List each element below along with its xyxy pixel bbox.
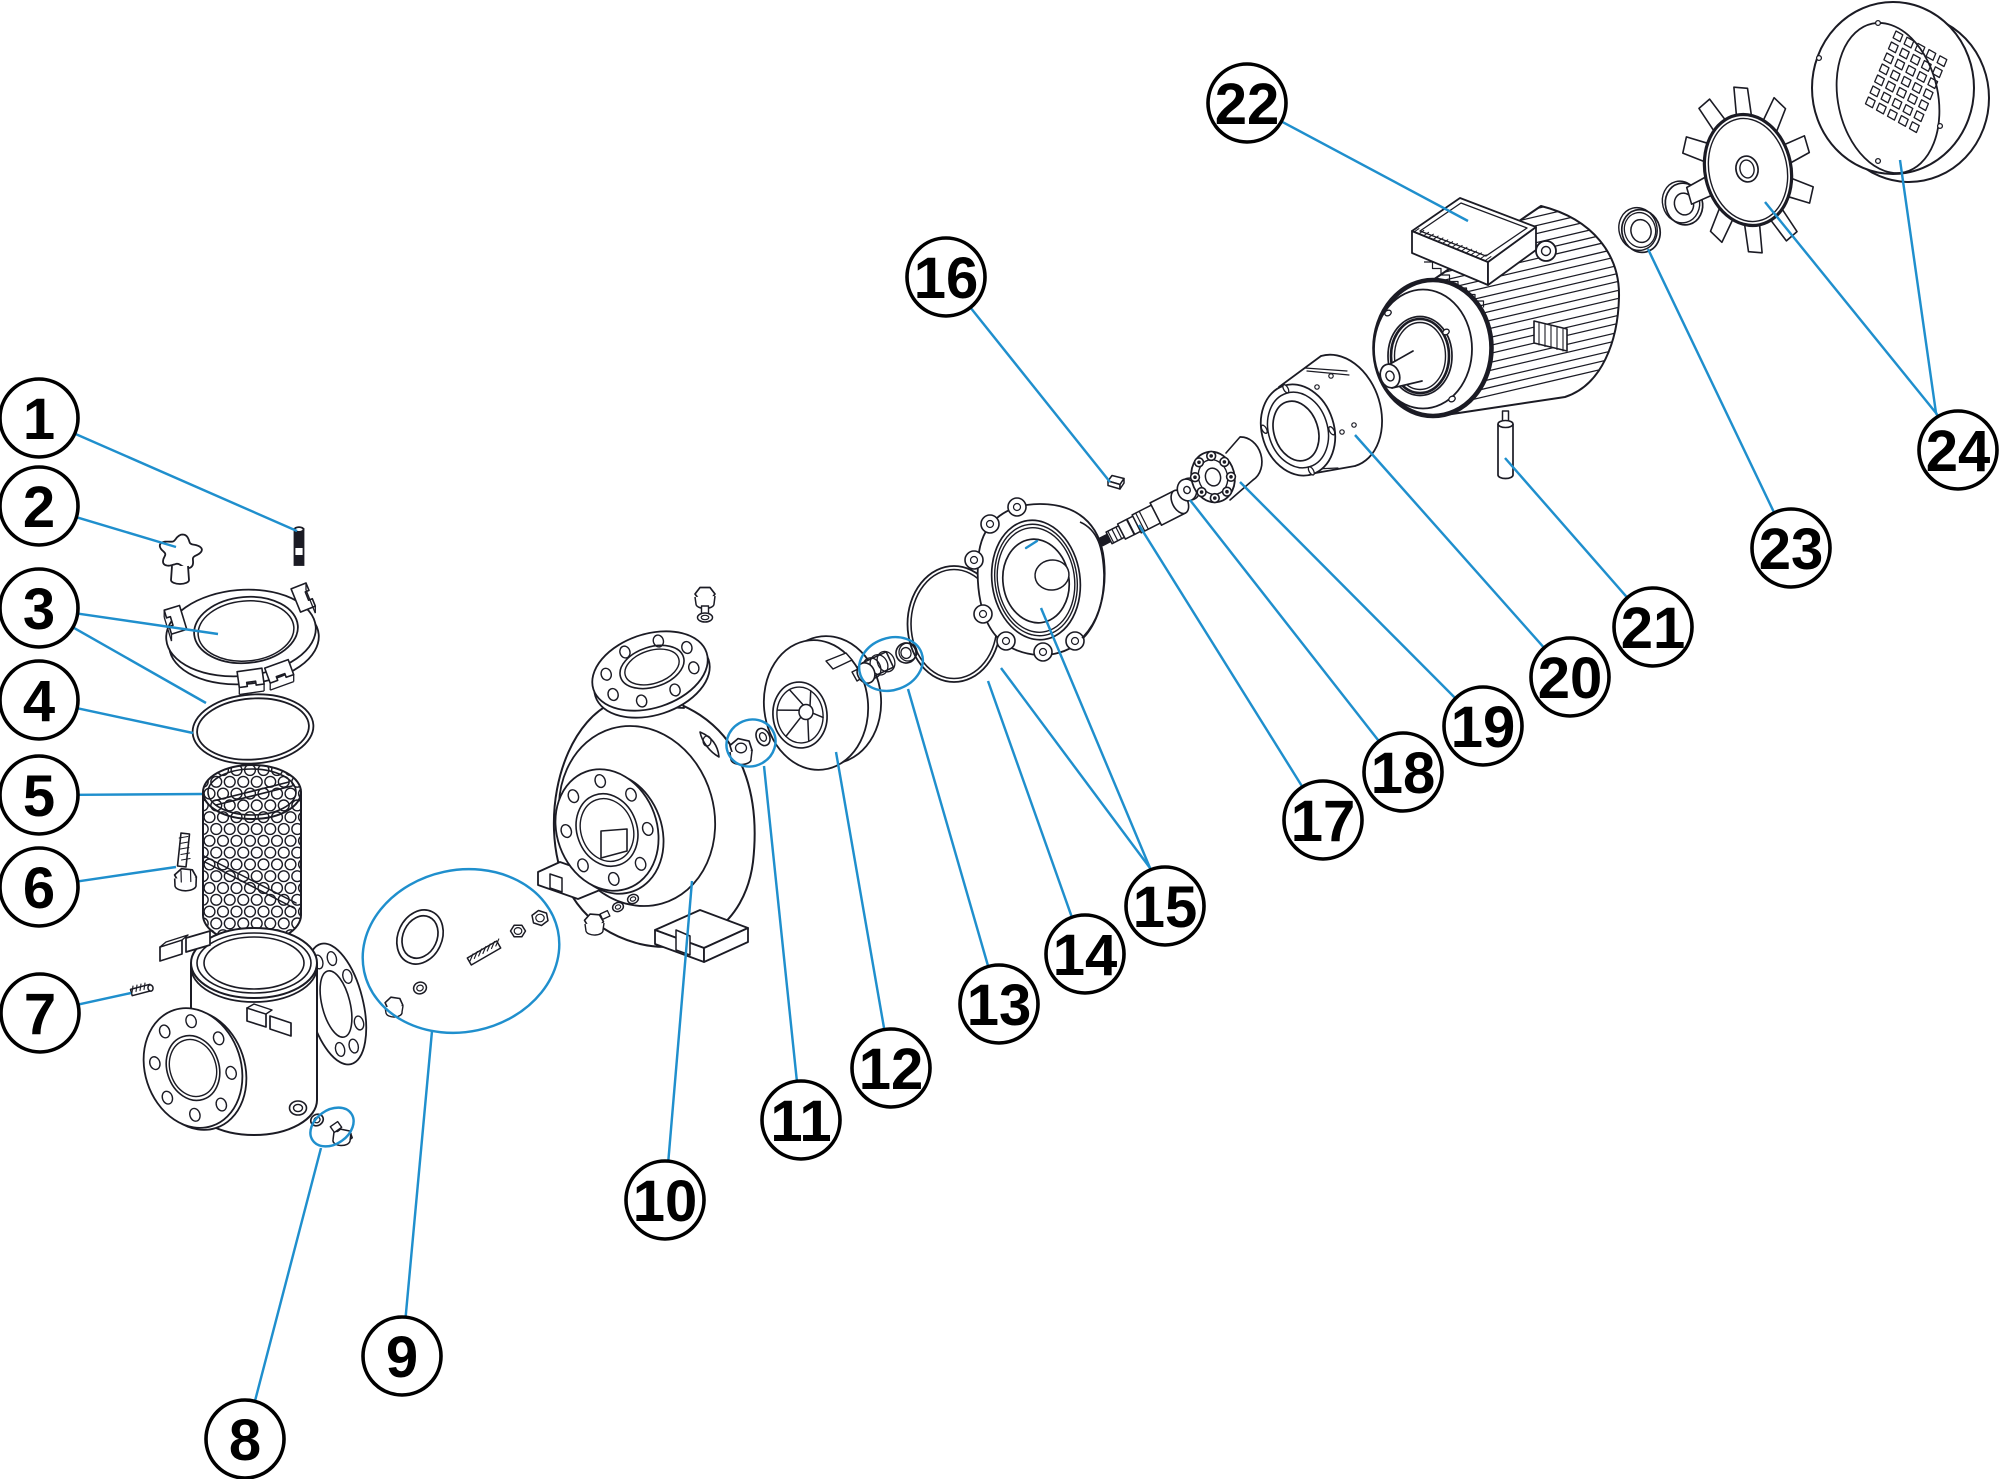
svg-text:14: 14 — [1053, 923, 1118, 988]
svg-text:11: 11 — [770, 1089, 831, 1154]
svg-text:10: 10 — [633, 1169, 698, 1234]
svg-text:15: 15 — [1133, 875, 1198, 940]
svg-text:8: 8 — [229, 1408, 261, 1473]
svg-text:16: 16 — [914, 246, 979, 311]
svg-text:24: 24 — [1926, 419, 1991, 484]
svg-text:13: 13 — [967, 973, 1032, 1038]
svg-text:19: 19 — [1451, 695, 1516, 760]
svg-text:5: 5 — [23, 764, 55, 829]
svg-text:23: 23 — [1759, 517, 1824, 582]
svg-text:2: 2 — [23, 475, 55, 540]
svg-text:21: 21 — [1621, 596, 1686, 661]
svg-text:12: 12 — [859, 1037, 924, 1102]
svg-text:22: 22 — [1215, 72, 1280, 137]
svg-text:3: 3 — [23, 577, 55, 642]
svg-text:17: 17 — [1291, 789, 1356, 854]
svg-text:7: 7 — [24, 982, 56, 1047]
svg-text:9: 9 — [386, 1325, 418, 1390]
svg-text:1: 1 — [23, 387, 55, 452]
svg-text:18: 18 — [1371, 741, 1436, 806]
svg-text:20: 20 — [1538, 646, 1603, 711]
svg-text:4: 4 — [23, 669, 55, 734]
svg-text:6: 6 — [23, 856, 55, 921]
